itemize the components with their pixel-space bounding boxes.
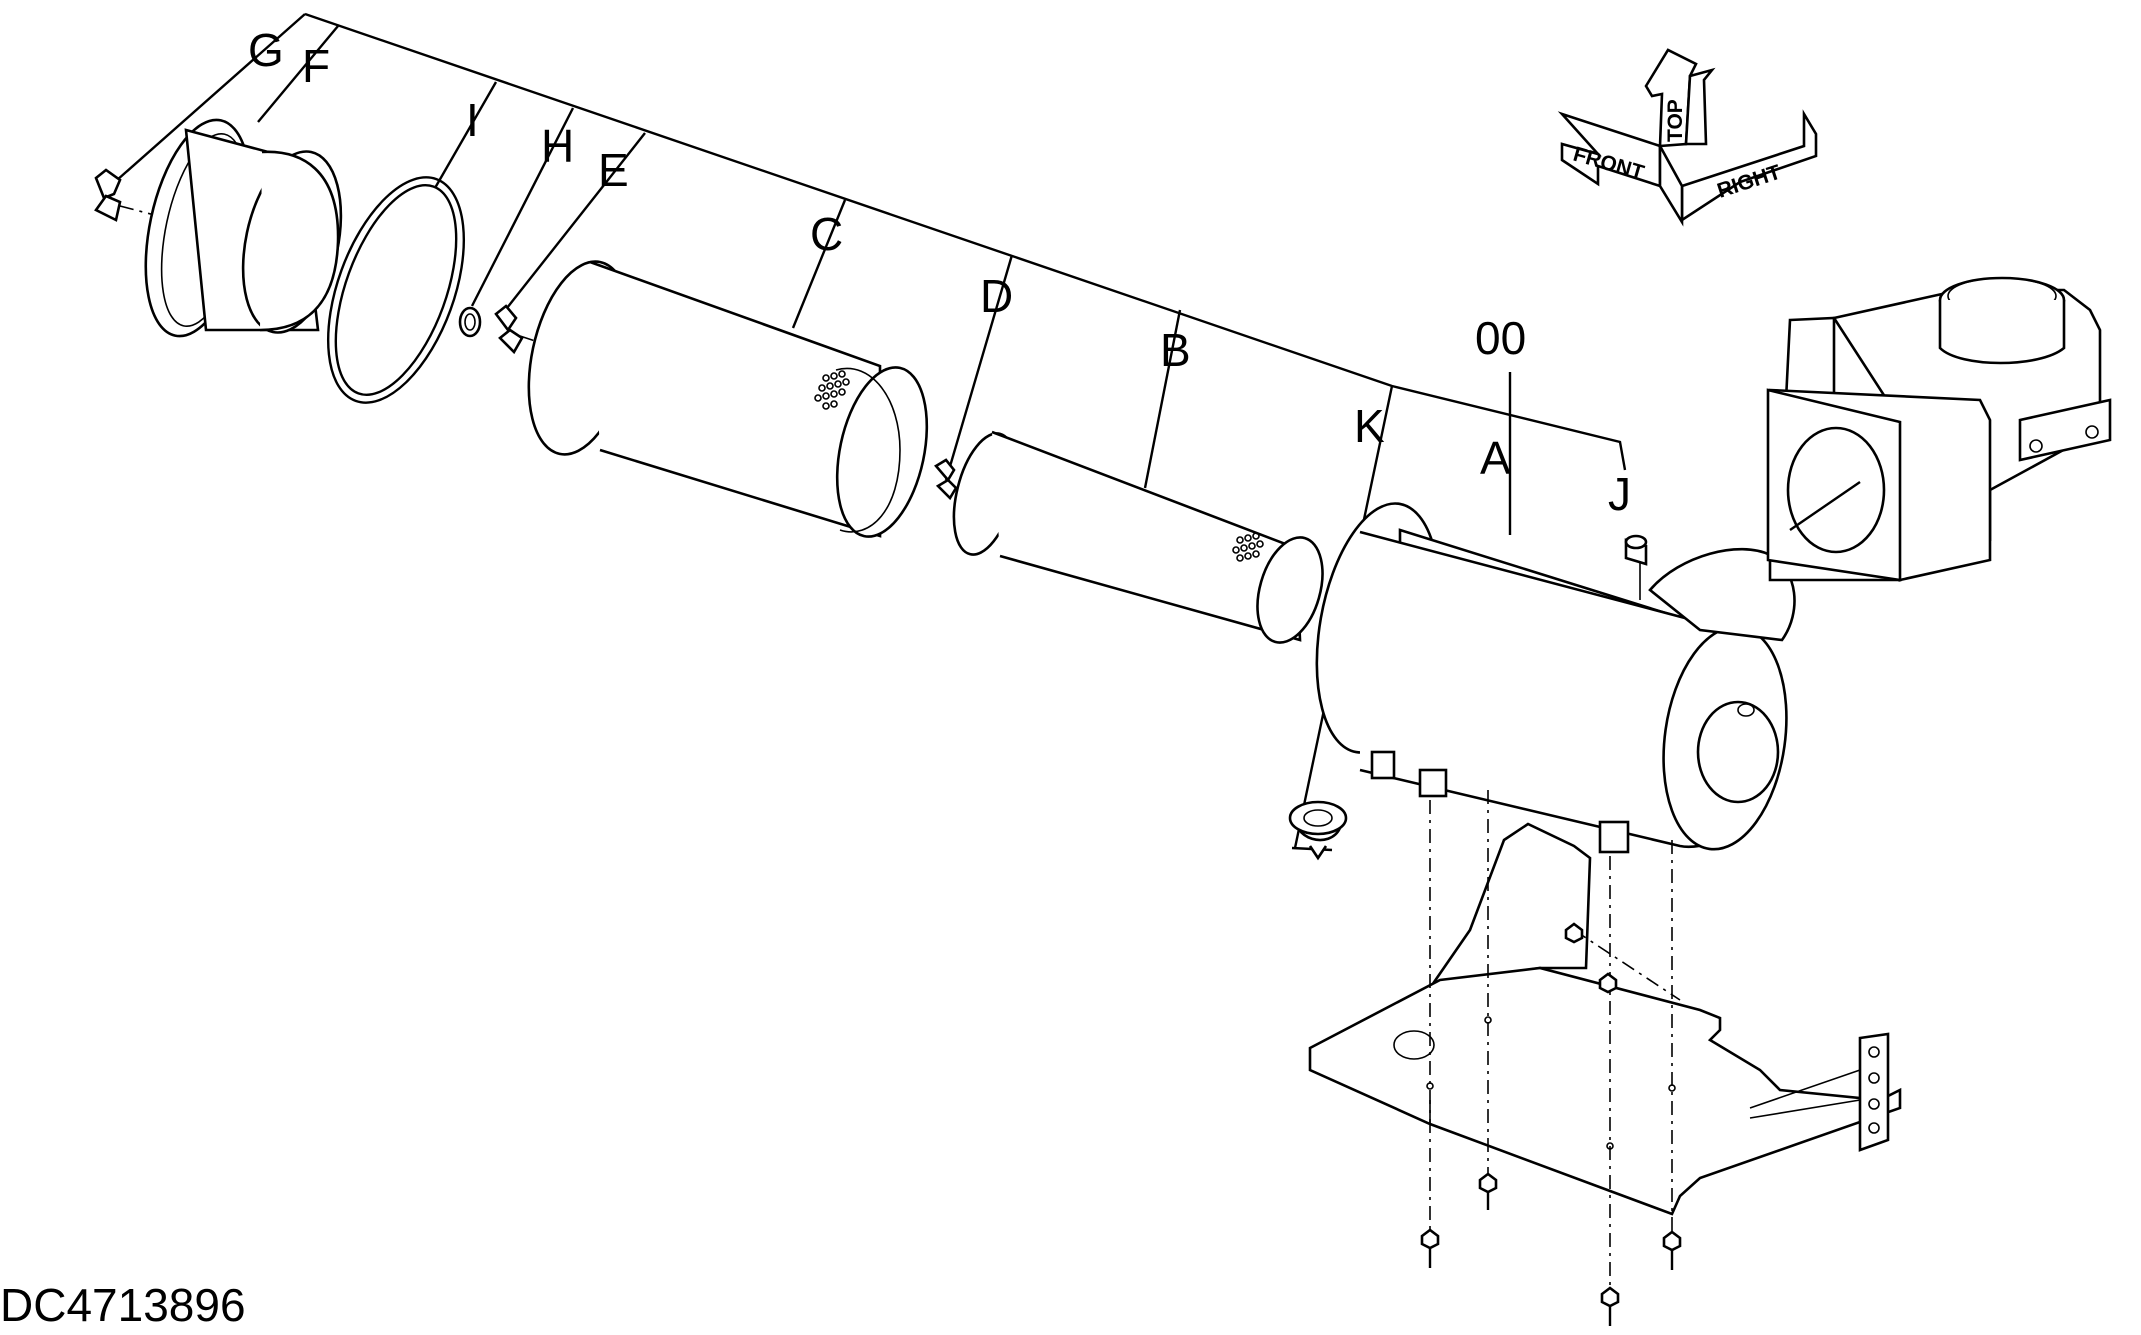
cap-j <box>1624 534 1648 600</box>
perforation-dots <box>1232 532 1264 562</box>
nut <box>1598 972 1618 994</box>
label-g: G <box>248 24 284 76</box>
o-ring-i <box>326 176 466 404</box>
bolt <box>1420 1228 1440 1268</box>
orientation-arrows: FRONT RIGHT TOP <box>1557 48 1818 227</box>
label-j: J <box>1608 468 1631 520</box>
wing-nut-g <box>94 168 213 231</box>
label-a: A <box>1480 432 1511 484</box>
outer-filter-c <box>527 260 929 538</box>
callout-labels: G F I H E C D B K 00 A J <box>248 24 1631 520</box>
inner-filter-b <box>952 430 1324 644</box>
bolt <box>1600 1286 1620 1326</box>
bolt <box>1662 1230 1682 1270</box>
leader-lines <box>107 12 1627 852</box>
label-assembly-00: 00 <box>1475 312 1526 364</box>
fastener-lines <box>1429 790 1681 1300</box>
wing-nut-d <box>934 458 958 501</box>
end-cover-f <box>144 118 343 338</box>
drawing-code: DC4713896 <box>0 1279 246 1331</box>
evacuator-valve-k <box>1288 800 1348 861</box>
air-cleaner-housing-a <box>1315 502 1796 854</box>
washer-h <box>458 306 482 338</box>
top-arrow-label: TOP <box>1664 99 1687 142</box>
wing-nut-e <box>494 304 593 361</box>
inlet-duct <box>1766 276 2112 583</box>
label-h: H <box>541 120 574 172</box>
perforation-dots <box>814 370 850 410</box>
label-d: D <box>980 270 1013 322</box>
label-c: C <box>810 208 843 260</box>
mounting-bracket <box>1308 822 1902 1216</box>
nut <box>1564 922 1584 944</box>
bolt <box>1478 1172 1498 1210</box>
label-k: K <box>1354 400 1385 452</box>
label-f: F <box>302 40 330 92</box>
bolts <box>1420 922 1682 1326</box>
label-e: E <box>598 144 629 196</box>
label-b: B <box>1160 324 1191 376</box>
label-i: I <box>466 94 479 146</box>
